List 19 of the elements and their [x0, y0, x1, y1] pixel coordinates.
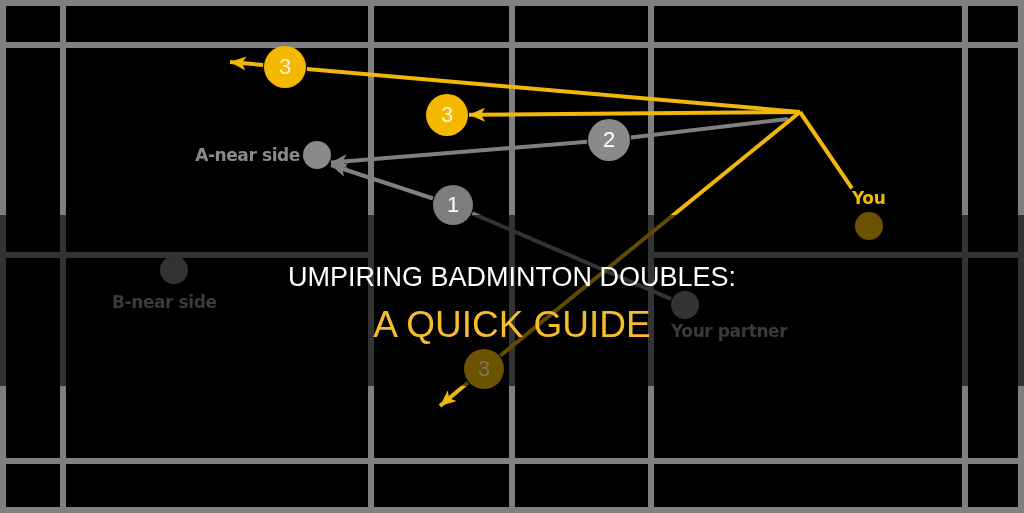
step-marker: 3 — [464, 349, 504, 389]
arrow — [330, 139, 588, 169]
step-marker: 2 — [588, 119, 630, 161]
step-marker: 3 — [426, 94, 468, 136]
connector-line — [798, 110, 854, 190]
step-marker: 1 — [433, 185, 473, 225]
connector-line — [630, 117, 789, 140]
player-label: You — [852, 188, 886, 208]
connector-line — [471, 211, 672, 301]
arrow — [438, 380, 470, 408]
arrow — [330, 163, 434, 201]
step-marker: 3 — [264, 46, 306, 88]
diagram-subtitle: A QUICK GUIDE — [373, 306, 651, 344]
diagram-title: UMPIRING BADMINTON DOUBLES: — [287, 265, 737, 289]
arrow — [469, 107, 800, 122]
player-label: A-near side — [195, 145, 300, 165]
player-label: B-near side — [112, 292, 217, 312]
arrow — [229, 56, 264, 71]
player-label: Your partner — [671, 321, 788, 341]
